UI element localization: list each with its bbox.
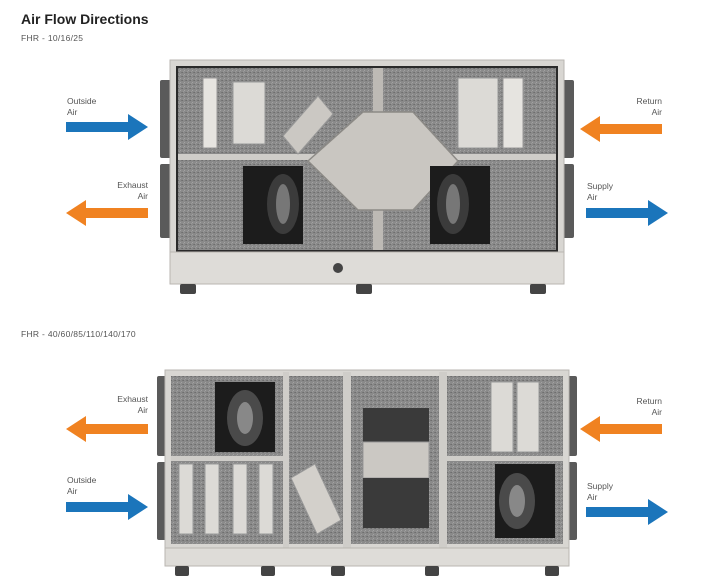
unit2-left-bottom-line1: Outside [67, 475, 97, 485]
unit1-supply-air-arrow-icon [586, 200, 668, 226]
unit2-left-top-label: Exhaust Air [100, 394, 148, 416]
unit1-right-top-line2: Air [651, 107, 662, 117]
unit1-left-top-line1: Outside [67, 96, 97, 106]
unit1-right-top-label: Return Air [612, 96, 662, 118]
unit2-model-label: FHR - 40/60/85/110/140/170 [21, 329, 136, 339]
unit1-return-air-arrow-icon [580, 116, 662, 142]
unit2-outside-air-arrow-icon [66, 494, 148, 520]
unit2-hrv-unit-image [157, 369, 577, 576]
page-title: Air Flow Directions [21, 11, 149, 27]
unit2-right-top-line1: Return [636, 396, 662, 406]
unit2-right-top-line2: Air [651, 407, 662, 417]
unit1-left-bottom-line2: Air [137, 191, 148, 201]
unit2-right-bottom-line1: Supply [587, 481, 613, 491]
unit1-left-bottom-label: Exhaust Air [100, 180, 148, 202]
unit2-left-top-line1: Exhaust [117, 394, 148, 404]
unit1-outside-air-arrow-icon [66, 114, 148, 140]
unit1-left-bottom-line1: Exhaust [117, 180, 148, 190]
unit1-right-bottom-line2: Air [587, 192, 598, 202]
unit1-exhaust-air-arrow-icon [66, 200, 148, 226]
unit2-left-bottom-label: Outside Air [67, 475, 96, 497]
unit2-right-bottom-label: Supply Air [587, 481, 613, 503]
unit2-return-air-arrow-icon [580, 416, 662, 442]
unit2-left-top-line2: Air [137, 405, 148, 415]
unit2-supply-air-arrow-icon [586, 499, 668, 525]
unit1-hrv-unit-image [160, 59, 574, 294]
unit2-right-top-label: Return Air [612, 396, 662, 418]
unit1-right-bottom-label: Supply Air [587, 181, 613, 203]
unit2-exhaust-air-arrow-icon [66, 416, 148, 442]
unit2-right-bottom-line2: Air [587, 492, 598, 502]
unit1-right-top-line1: Return [636, 96, 662, 106]
unit2-left-bottom-line2: Air [67, 486, 78, 496]
unit1-left-top-line2: Air [67, 107, 78, 117]
unit1-model-label: FHR - 10/16/25 [21, 33, 84, 43]
unit1-right-bottom-line1: Supply [587, 181, 613, 191]
unit1-left-top-label: Outside Air [67, 96, 96, 118]
